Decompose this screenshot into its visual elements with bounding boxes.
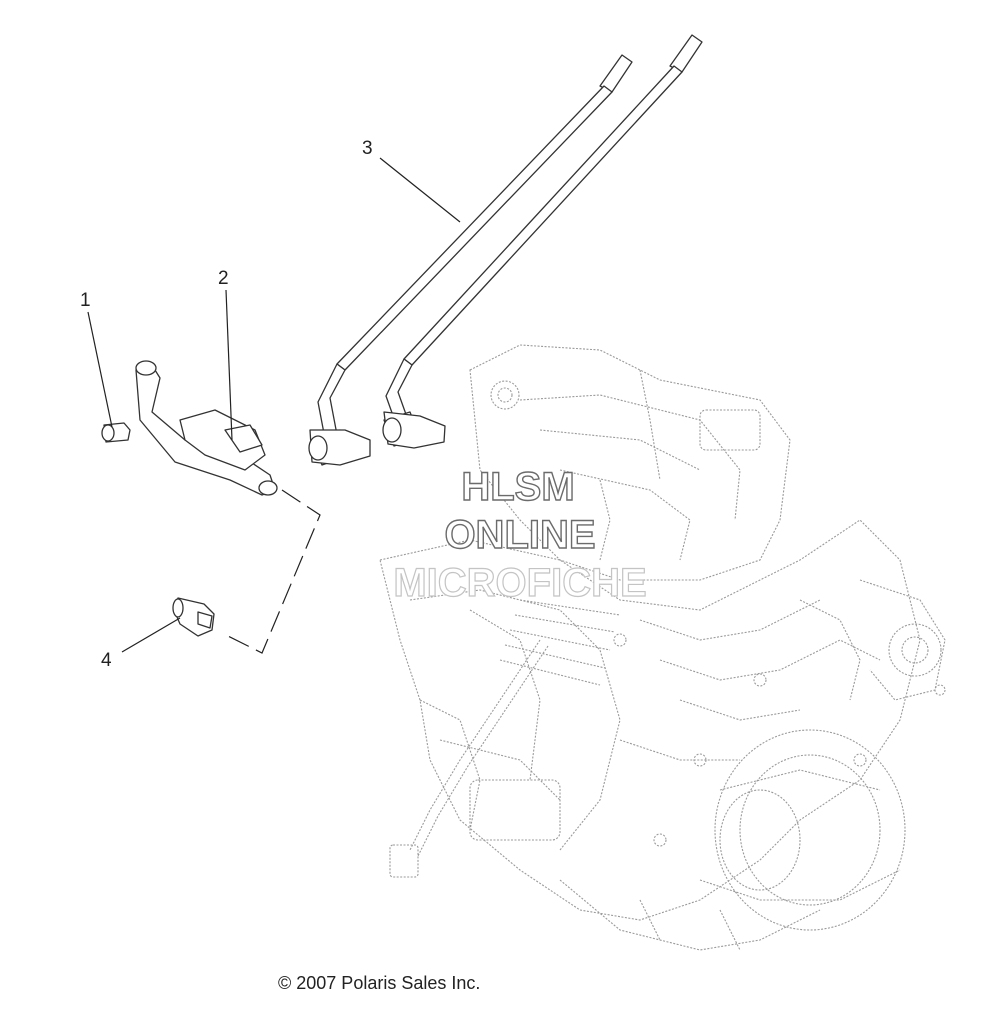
watermark-line-2: ONLINE bbox=[444, 513, 595, 557]
fuel-fitting-icon bbox=[101, 422, 131, 443]
callout-number-4: 4 bbox=[101, 650, 112, 671]
callout-number-2: 2 bbox=[218, 268, 229, 289]
fuel-rail-icon bbox=[135, 360, 278, 496]
copyright-text: © 2007 Polaris Sales Inc. bbox=[278, 973, 481, 993]
callout-number-3: 3 bbox=[362, 138, 373, 159]
watermark-line-3: MICROFICHE bbox=[393, 561, 646, 605]
fuel-injector-icon bbox=[308, 411, 446, 466]
engine-illustration bbox=[379, 344, 946, 951]
leader-lines bbox=[87, 157, 461, 653]
group-bracket bbox=[227, 489, 321, 654]
watermark: HLSM ONLINE MICROFICHE bbox=[393, 464, 648, 605]
fuel-hose-icon bbox=[311, 34, 703, 466]
watermark-line-1: HLSM bbox=[461, 465, 574, 509]
callout-number-1: 1 bbox=[80, 290, 91, 311]
connector-icon bbox=[172, 597, 215, 637]
